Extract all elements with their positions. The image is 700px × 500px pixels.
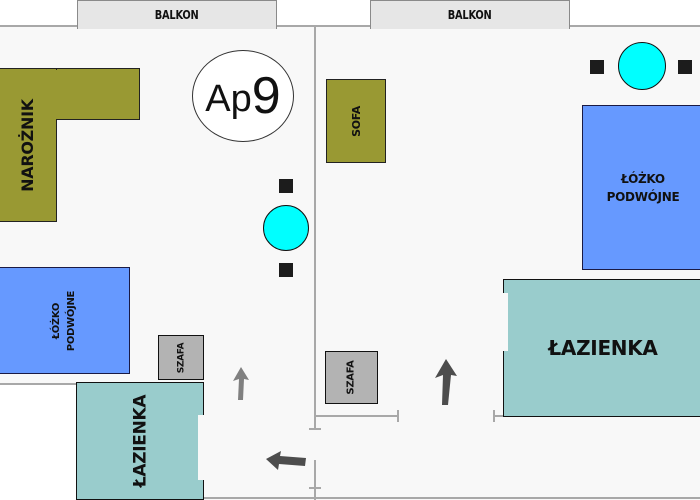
left-wardrobe: SZAFA [158, 335, 204, 380]
right-double-bed: ŁÓŻKO PODWÓJNE [582, 105, 700, 270]
right-room-bottom-wall-2 [494, 415, 504, 417]
left-room-wall [0, 383, 77, 385]
right-room-bottom-wall [316, 415, 398, 417]
right-bathroom-label: ŁAZIENKA [548, 336, 658, 360]
left-double-bed: ŁÓŻKO PODWÓJNE [0, 267, 130, 374]
bottom-wall [202, 497, 700, 499]
balcony-left: BALKON [77, 0, 277, 29]
left-bed-label: ŁÓŻKO PODWÓJNE [51, 290, 77, 351]
middle-wall-lower [314, 460, 316, 500]
corner-sofa-arm [55, 68, 140, 120]
balcony-right: BALKON [370, 0, 570, 29]
left-bathroom-door [198, 415, 206, 480]
arrow-left-icon [266, 451, 306, 470]
chair-icon [279, 263, 293, 277]
middle-wall-stub [314, 420, 316, 430]
balcony-right-label: BALKON [448, 8, 492, 22]
chair-icon [590, 60, 604, 74]
balcony-left-label: BALKON [155, 8, 199, 22]
arrow-up-icon [435, 359, 457, 405]
sofa: SOFA [326, 79, 386, 163]
corner-sofa-label: NAROŻNIK [18, 98, 38, 192]
wall-end-tick [493, 410, 495, 422]
chair-icon [279, 179, 293, 193]
arrow-up-icon [233, 367, 249, 400]
left-bathroom-label: ŁAZIENKA [130, 394, 150, 488]
right-bathroom-door [500, 293, 508, 351]
top-wall [0, 25, 700, 27]
right-wardrobe: SZAFA [325, 351, 378, 404]
right-wardrobe-label: SZAFA [346, 360, 357, 395]
logo-number: 9 [251, 67, 281, 125]
left-outside-area [0, 383, 77, 500]
right-bathroom: ŁAZIENKA [503, 279, 700, 417]
middle-wall [314, 26, 316, 420]
sofa-label: SOFA [349, 105, 363, 137]
left-bathroom: ŁAZIENKA [76, 382, 204, 500]
chair-icon [678, 60, 692, 74]
logo-prefix: Ap [205, 77, 252, 120]
left-wardrobe-label: SZAFA [176, 342, 186, 373]
corner-sofa-join [54, 69, 57, 119]
middle-wall-stub [314, 487, 316, 500]
table-icon [263, 205, 309, 251]
corner-sofa: NAROŻNIK [0, 68, 57, 222]
right-bed-label: ŁÓŻKO PODWÓJNE [606, 171, 680, 204]
table-icon [618, 42, 666, 90]
wall-end-tick [397, 410, 399, 422]
